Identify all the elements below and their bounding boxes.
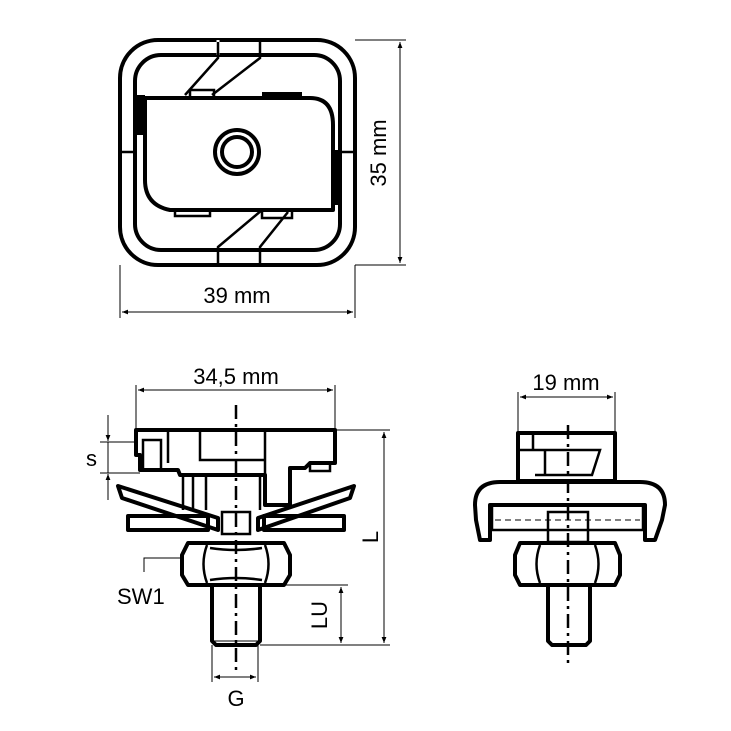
sw1-leader-line	[143, 557, 182, 572]
side-view: 19 mm	[473, 370, 667, 668]
width-dimension-label: 39 mm	[203, 283, 270, 308]
left-washer-plate	[126, 514, 210, 532]
lu-label: LU	[307, 601, 332, 629]
threaded-stud	[210, 585, 262, 647]
clamp-plate	[143, 96, 335, 212]
top-slot	[184, 42, 262, 96]
left-wing	[116, 484, 220, 532]
top-view: 35 mm 39 mm	[118, 38, 406, 318]
height-dimension-label: 35 mm	[366, 119, 391, 186]
right-washer-plate	[262, 514, 346, 532]
sw1-label: SW1	[117, 584, 165, 609]
g-label: G	[227, 686, 244, 711]
right-wing	[256, 484, 356, 532]
inner-frame	[133, 53, 342, 252]
side-hex-nut	[513, 541, 622, 587]
bolt-hole-inner	[220, 135, 254, 169]
front-width-label: 34,5 mm	[193, 364, 279, 389]
bottom-slot	[216, 209, 289, 263]
side-bracket	[473, 480, 667, 542]
bolt-hole-outer	[213, 128, 261, 176]
s-label: s	[86, 446, 97, 471]
front-view: 34,5 mm s SW1 L LU G	[86, 364, 390, 711]
l-label: L	[358, 531, 383, 543]
side-width-label: 19 mm	[532, 370, 599, 395]
